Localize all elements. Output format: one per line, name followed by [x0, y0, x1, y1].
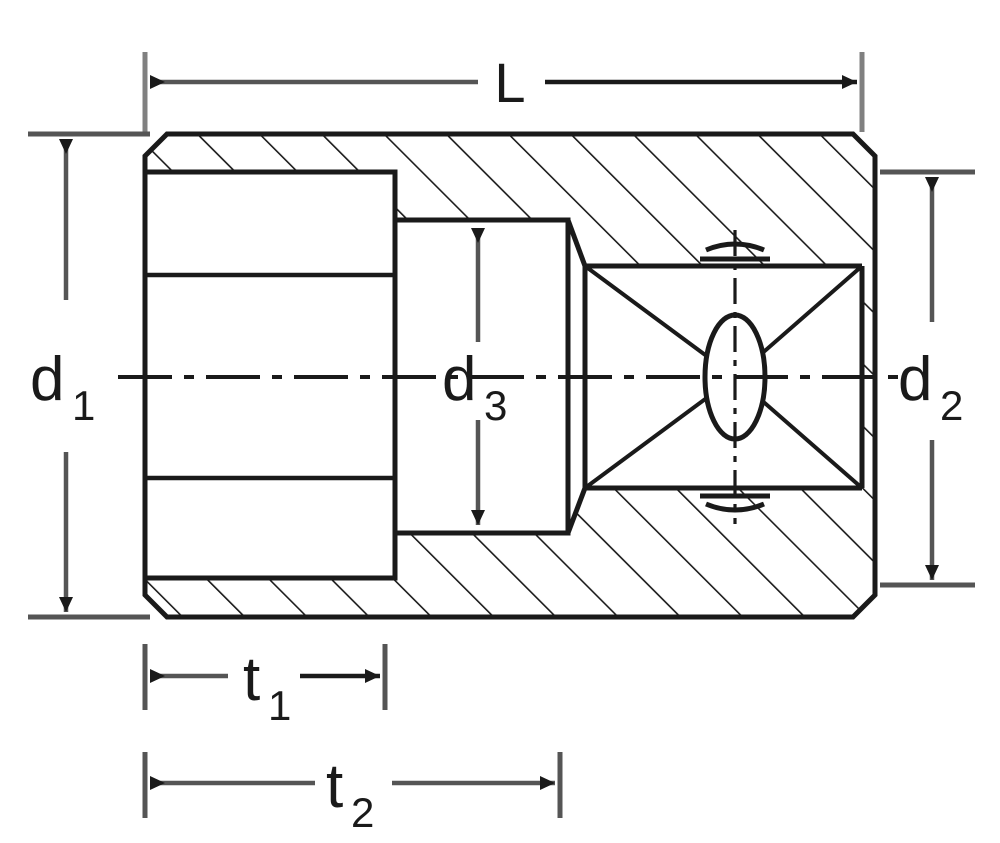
dimension-label-L: L	[494, 51, 525, 114]
dimension-t2: t 2	[142, 752, 563, 836]
dimension-label-d3-subscript: 3	[484, 382, 507, 429]
dimension-label-d3: d	[442, 345, 476, 414]
dimension-label-d1-subscript: 1	[72, 382, 95, 429]
dimension-label-t2-subscript: 2	[351, 789, 374, 836]
dimension-d1: d 1	[28, 131, 150, 620]
dimension-label-t2: t	[326, 752, 343, 821]
dimension-d2: d 2	[880, 169, 975, 588]
dimension-label-d2: d	[898, 345, 932, 414]
dimension-label-d1: d	[30, 345, 64, 414]
left-face-chamfers	[143, 132, 169, 619]
dimension-label-d2-subscript: 2	[940, 382, 963, 429]
dimension-label-t1-subscript: 1	[268, 682, 291, 729]
dimension-L: L	[142, 51, 865, 132]
body-outline	[142, 131, 878, 620]
hex-flat-lines	[145, 272, 395, 481]
dimension-d3: d 3	[442, 228, 507, 525]
dimension-t1: t 1	[142, 644, 388, 729]
dimension-label-t1: t	[243, 645, 260, 714]
